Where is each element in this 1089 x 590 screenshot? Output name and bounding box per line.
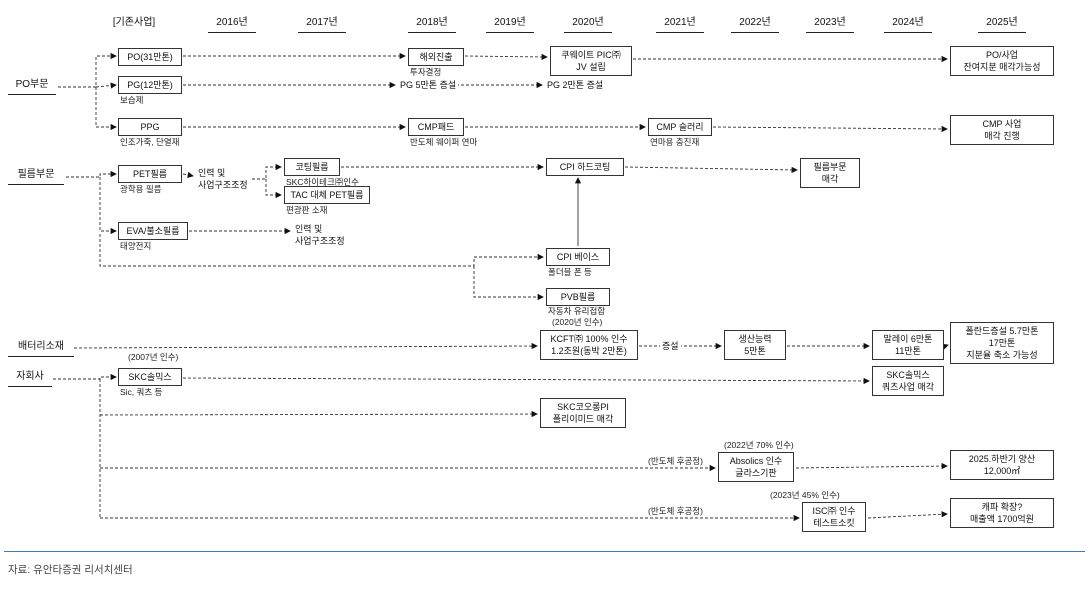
connector-edge-22 — [73, 342, 538, 350]
connector-edge-19 — [99, 234, 544, 267]
footer-divider — [4, 551, 1085, 552]
connector-edge-29 — [99, 410, 538, 418]
connector-edge-2 — [95, 87, 117, 131]
source-note: 자료: 유안타증권 리서치센터 — [8, 564, 133, 576]
connector-edge-25 — [941, 343, 949, 350]
connector-edge-15 — [265, 179, 282, 199]
connector-edge-13 — [182, 171, 194, 179]
connector-edge-20 — [473, 266, 544, 301]
connector-edge-10 — [712, 125, 948, 133]
connector-edge-12 — [99, 177, 117, 235]
connector-edge-26 — [53, 373, 117, 381]
connector-edge-17 — [624, 166, 798, 174]
connector-edge-4 — [464, 53, 548, 61]
connector-edge-33 — [867, 511, 948, 519]
connector-edge-0 — [58, 52, 117, 88]
connector-edge-32 — [795, 462, 948, 470]
connector-edge-14 — [252, 163, 282, 180]
connector-edge-11 — [66, 170, 117, 178]
connector-edge-1 — [95, 82, 117, 89]
connector-edge-27 — [182, 377, 870, 385]
